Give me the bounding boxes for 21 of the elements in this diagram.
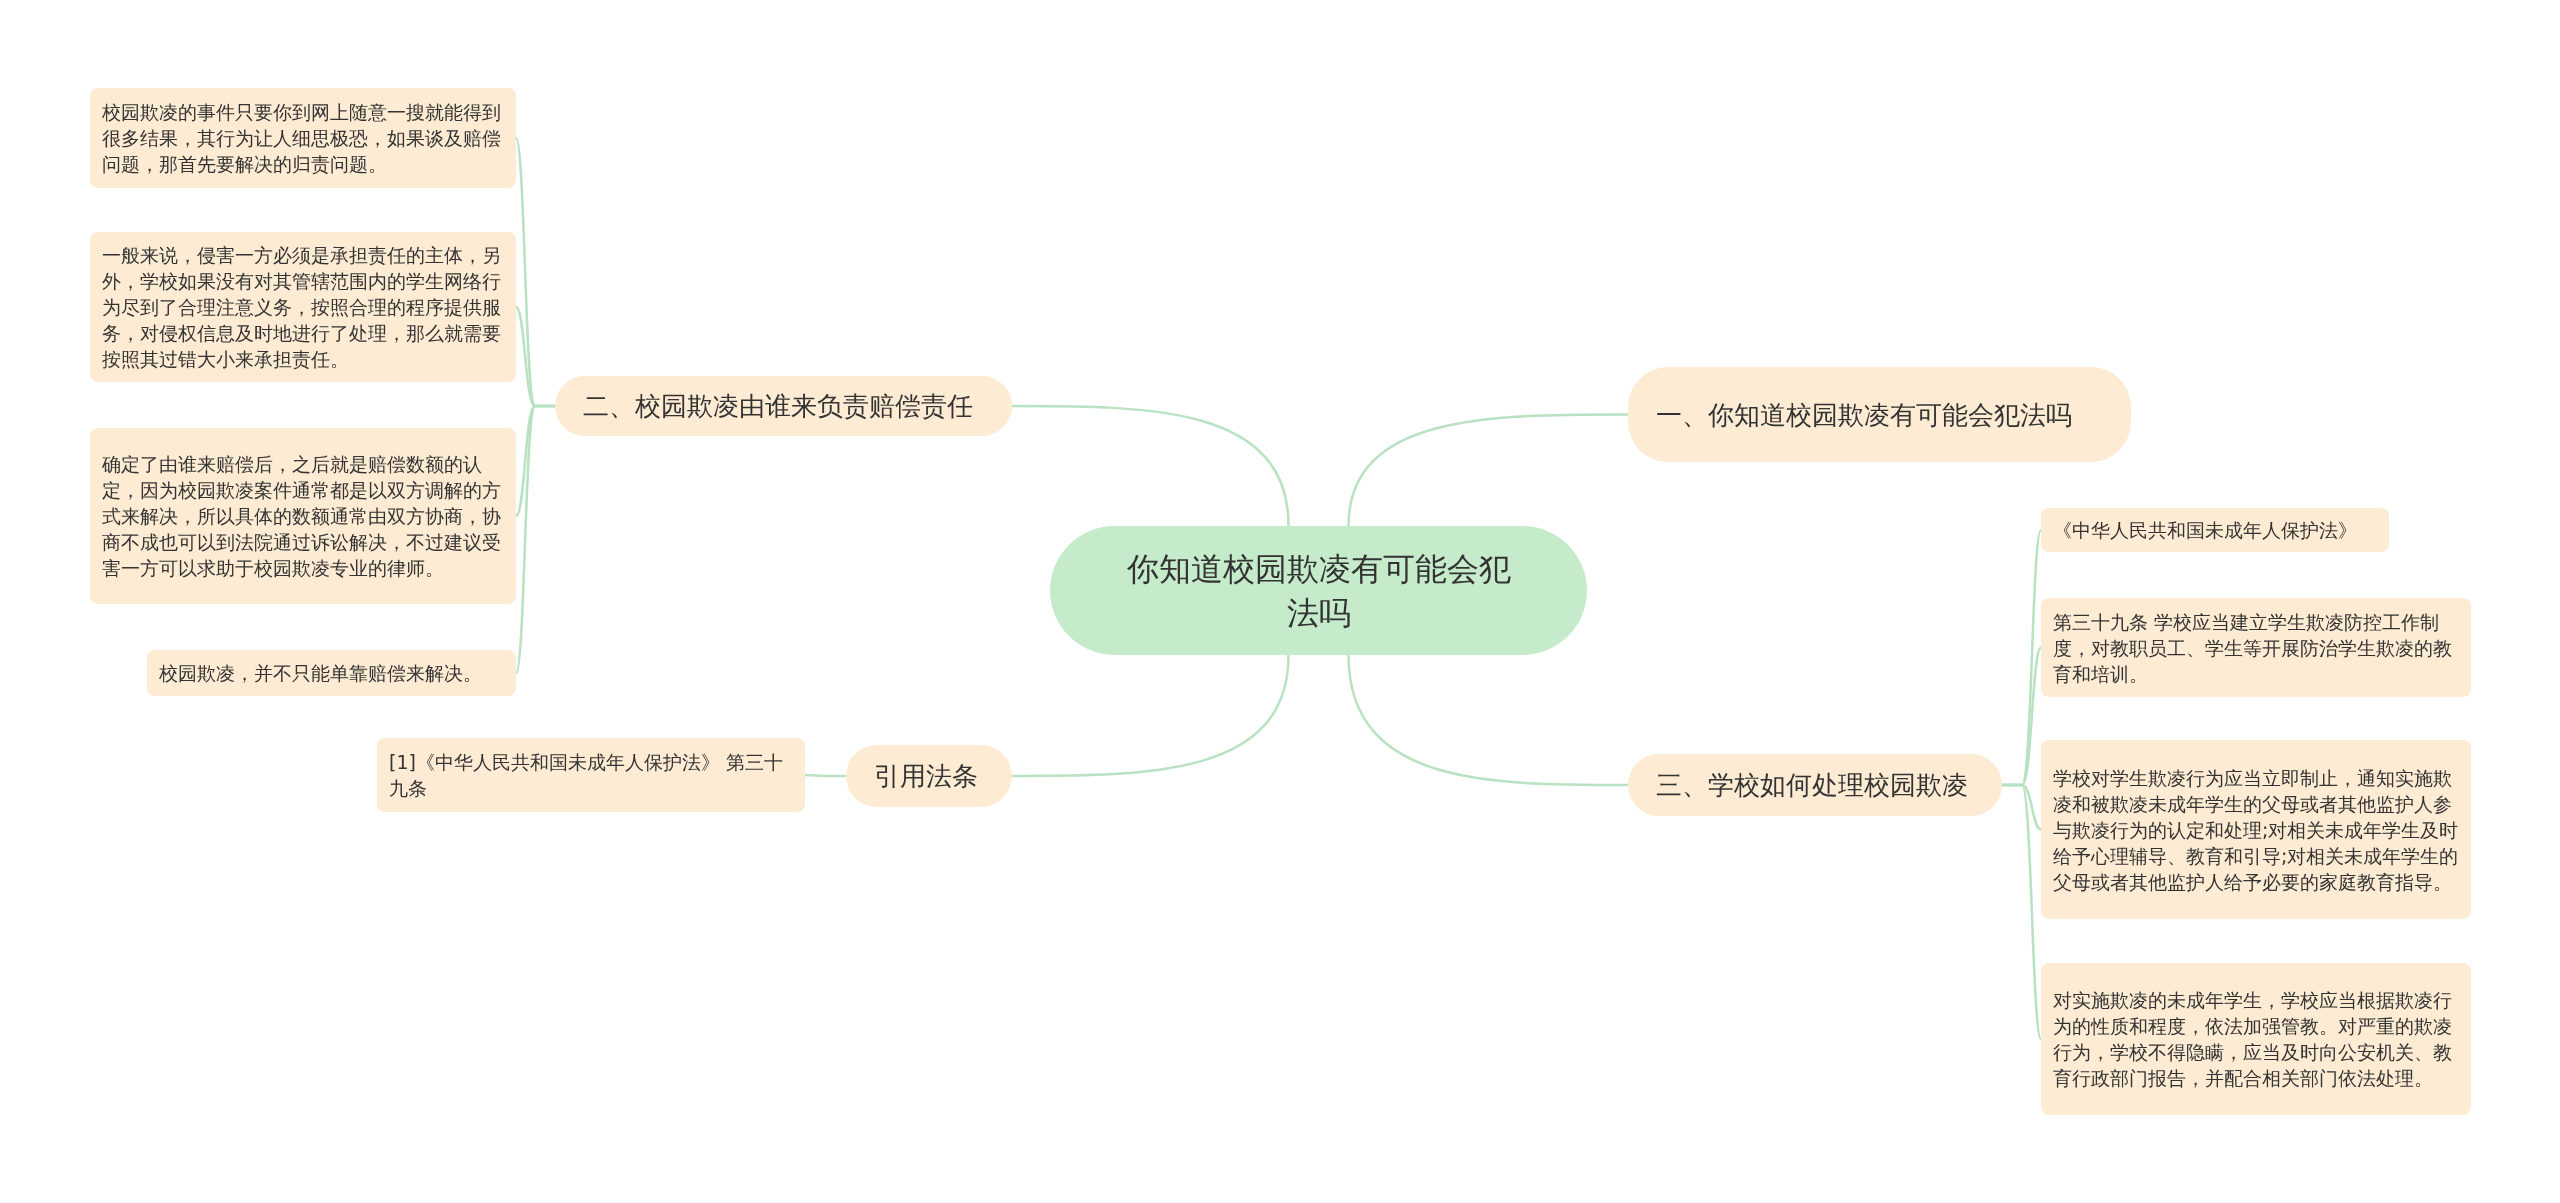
connector-line [1012, 654, 1290, 778]
note-box: 第三十九条 学校应当建立学生欺凌防控工作制度，对教职员工、学生等开展防治学生欺凌的教育和培训。 [2041, 598, 2471, 697]
note-box: 校园欺凌的事件只要你到网上随意一搜就能得到很多结果，其行为让人细思极恐，如果谈及赔偿问题，那首先要解决的归责问题。 [90, 88, 516, 188]
central-topic: 你知道校园欺凌有可能会犯法吗 [1050, 526, 1587, 655]
topic-box: 二、校园欺凌由谁来负责赔偿责任 [555, 376, 1012, 436]
note-box: 确定了由谁来赔偿后，之后就是赔偿数额的认定，因为校园欺凌案件通常都是以双方调解的方式来解决，所以具体的数额通常由双方协商，协商不成也可以到法院通过诉讼解决，不过建议受害一方可以求助于校园欺凌专业的律师。 [90, 428, 516, 604]
topic-box: 引用法条 [846, 745, 1012, 807]
note-box: 《中华人民共和国未成年人保护法》 [2041, 508, 2389, 552]
connector-line [1347, 654, 1628, 787]
note-box: 对实施欺凌的未成年学生，学校应当根据欺凌行为的性质和程度，依法加强管教。对严重的欺凌行为，学校不得隐瞒，应当及时向公安机关、教育行政部门报告，并配合相关部门依法处理。 [2041, 963, 2471, 1115]
note-box: [1]《中华人民共和国未成年人保护法》 第三十九条 [377, 738, 805, 812]
connector-line [1347, 413, 1628, 527]
connector-line [2002, 783, 2043, 1040]
connector-line [1012, 404, 1290, 527]
topic-box: 三、学校如何处理校园欺凌 [1628, 754, 2002, 816]
topic-box: 一、你知道校园欺凌有可能会犯法吗 [1628, 367, 2131, 462]
note-box: 一般来说，侵害一方必须是承担责任的主体，另外，学校如果没有对其管辖范围内的学生网络行为尽到了合理注意义务，按照合理的程序提供服务，对侵权信息及时地进行了处理，那么就需要按照其过错大小来承担责任。 [90, 232, 516, 382]
connector-line [805, 773, 846, 778]
connector-line [514, 404, 555, 674]
note-box: 校园欺凌，并不只能单靠赔偿来解决。 [147, 650, 516, 696]
note-box: 学校对学生欺凌行为应当立即制止，通知实施欺凌和被欺凌未成年学生的父母或者其他监护人参与欺凌行为的认定和处理;对相关未成年学生及时给予心理辅导、教育和引导;对相关未成年学生的父母或者其他监护人给予必要的家庭教育指导。 [2041, 740, 2471, 919]
